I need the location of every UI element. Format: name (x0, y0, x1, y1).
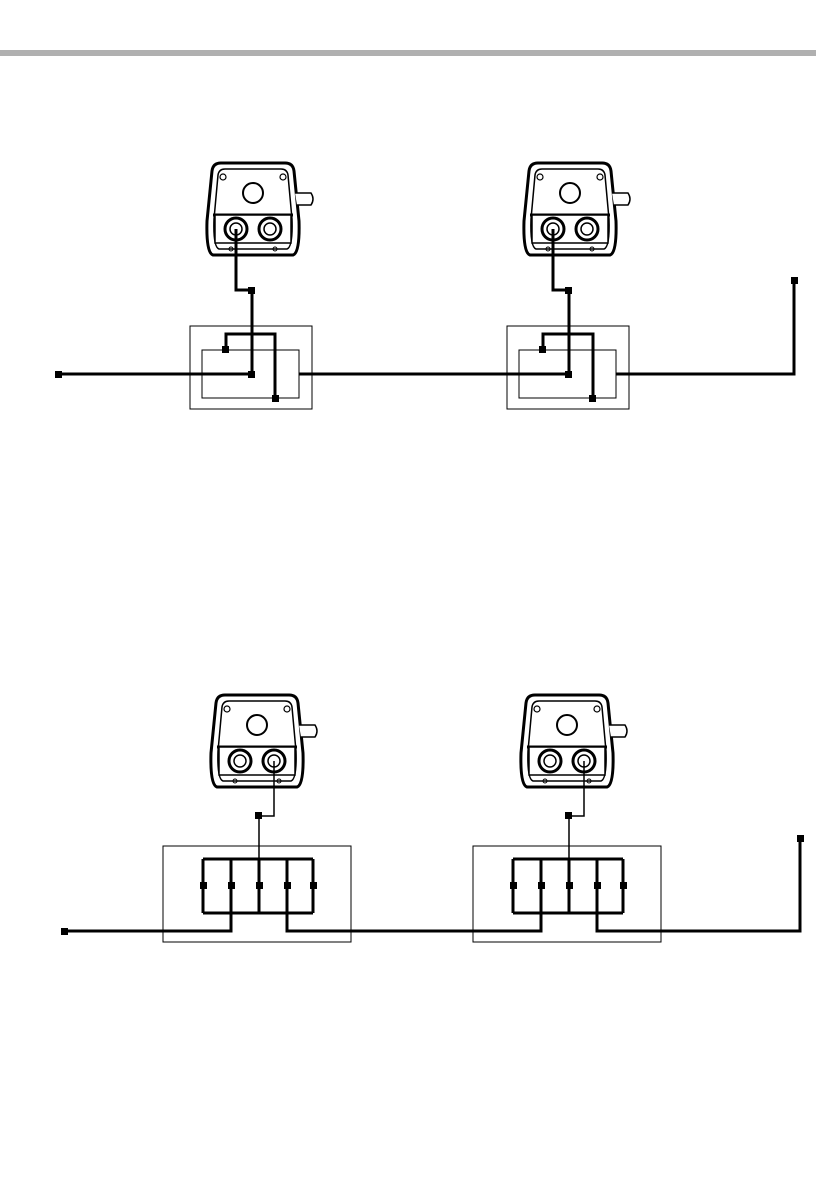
terminal (248, 371, 255, 378)
terminal (284, 882, 291, 889)
input-wire-bottom (64, 913, 231, 931)
terminal (272, 395, 279, 402)
terminal (55, 371, 62, 378)
terminal (797, 835, 804, 842)
terminal (538, 882, 545, 889)
terminal (566, 882, 573, 889)
terminal (222, 346, 229, 353)
terminal (256, 882, 263, 889)
diagram-top (55, 163, 798, 409)
terminal (565, 287, 572, 294)
terminal (310, 882, 317, 889)
terminal (791, 277, 798, 284)
terminal (255, 812, 262, 819)
terminal (228, 882, 235, 889)
wireless-detector-4-icon (521, 695, 627, 787)
link-wire-3-4 (287, 913, 541, 931)
terminal (200, 882, 207, 889)
terminal (565, 371, 572, 378)
wireless-detector-2-icon (524, 163, 630, 255)
terminal (589, 395, 596, 402)
wireless-detector-3-icon (211, 695, 317, 787)
terminal (248, 287, 255, 294)
terminal (565, 812, 572, 819)
output-wire-bottom (597, 838, 800, 931)
terminal (620, 882, 627, 889)
diagram-bottom (61, 695, 804, 942)
terminal (539, 346, 546, 353)
wireless-detector-1-icon (207, 163, 313, 255)
terminal (61, 928, 68, 935)
terminal (510, 882, 517, 889)
terminal (594, 882, 601, 889)
output-wire (616, 280, 794, 374)
